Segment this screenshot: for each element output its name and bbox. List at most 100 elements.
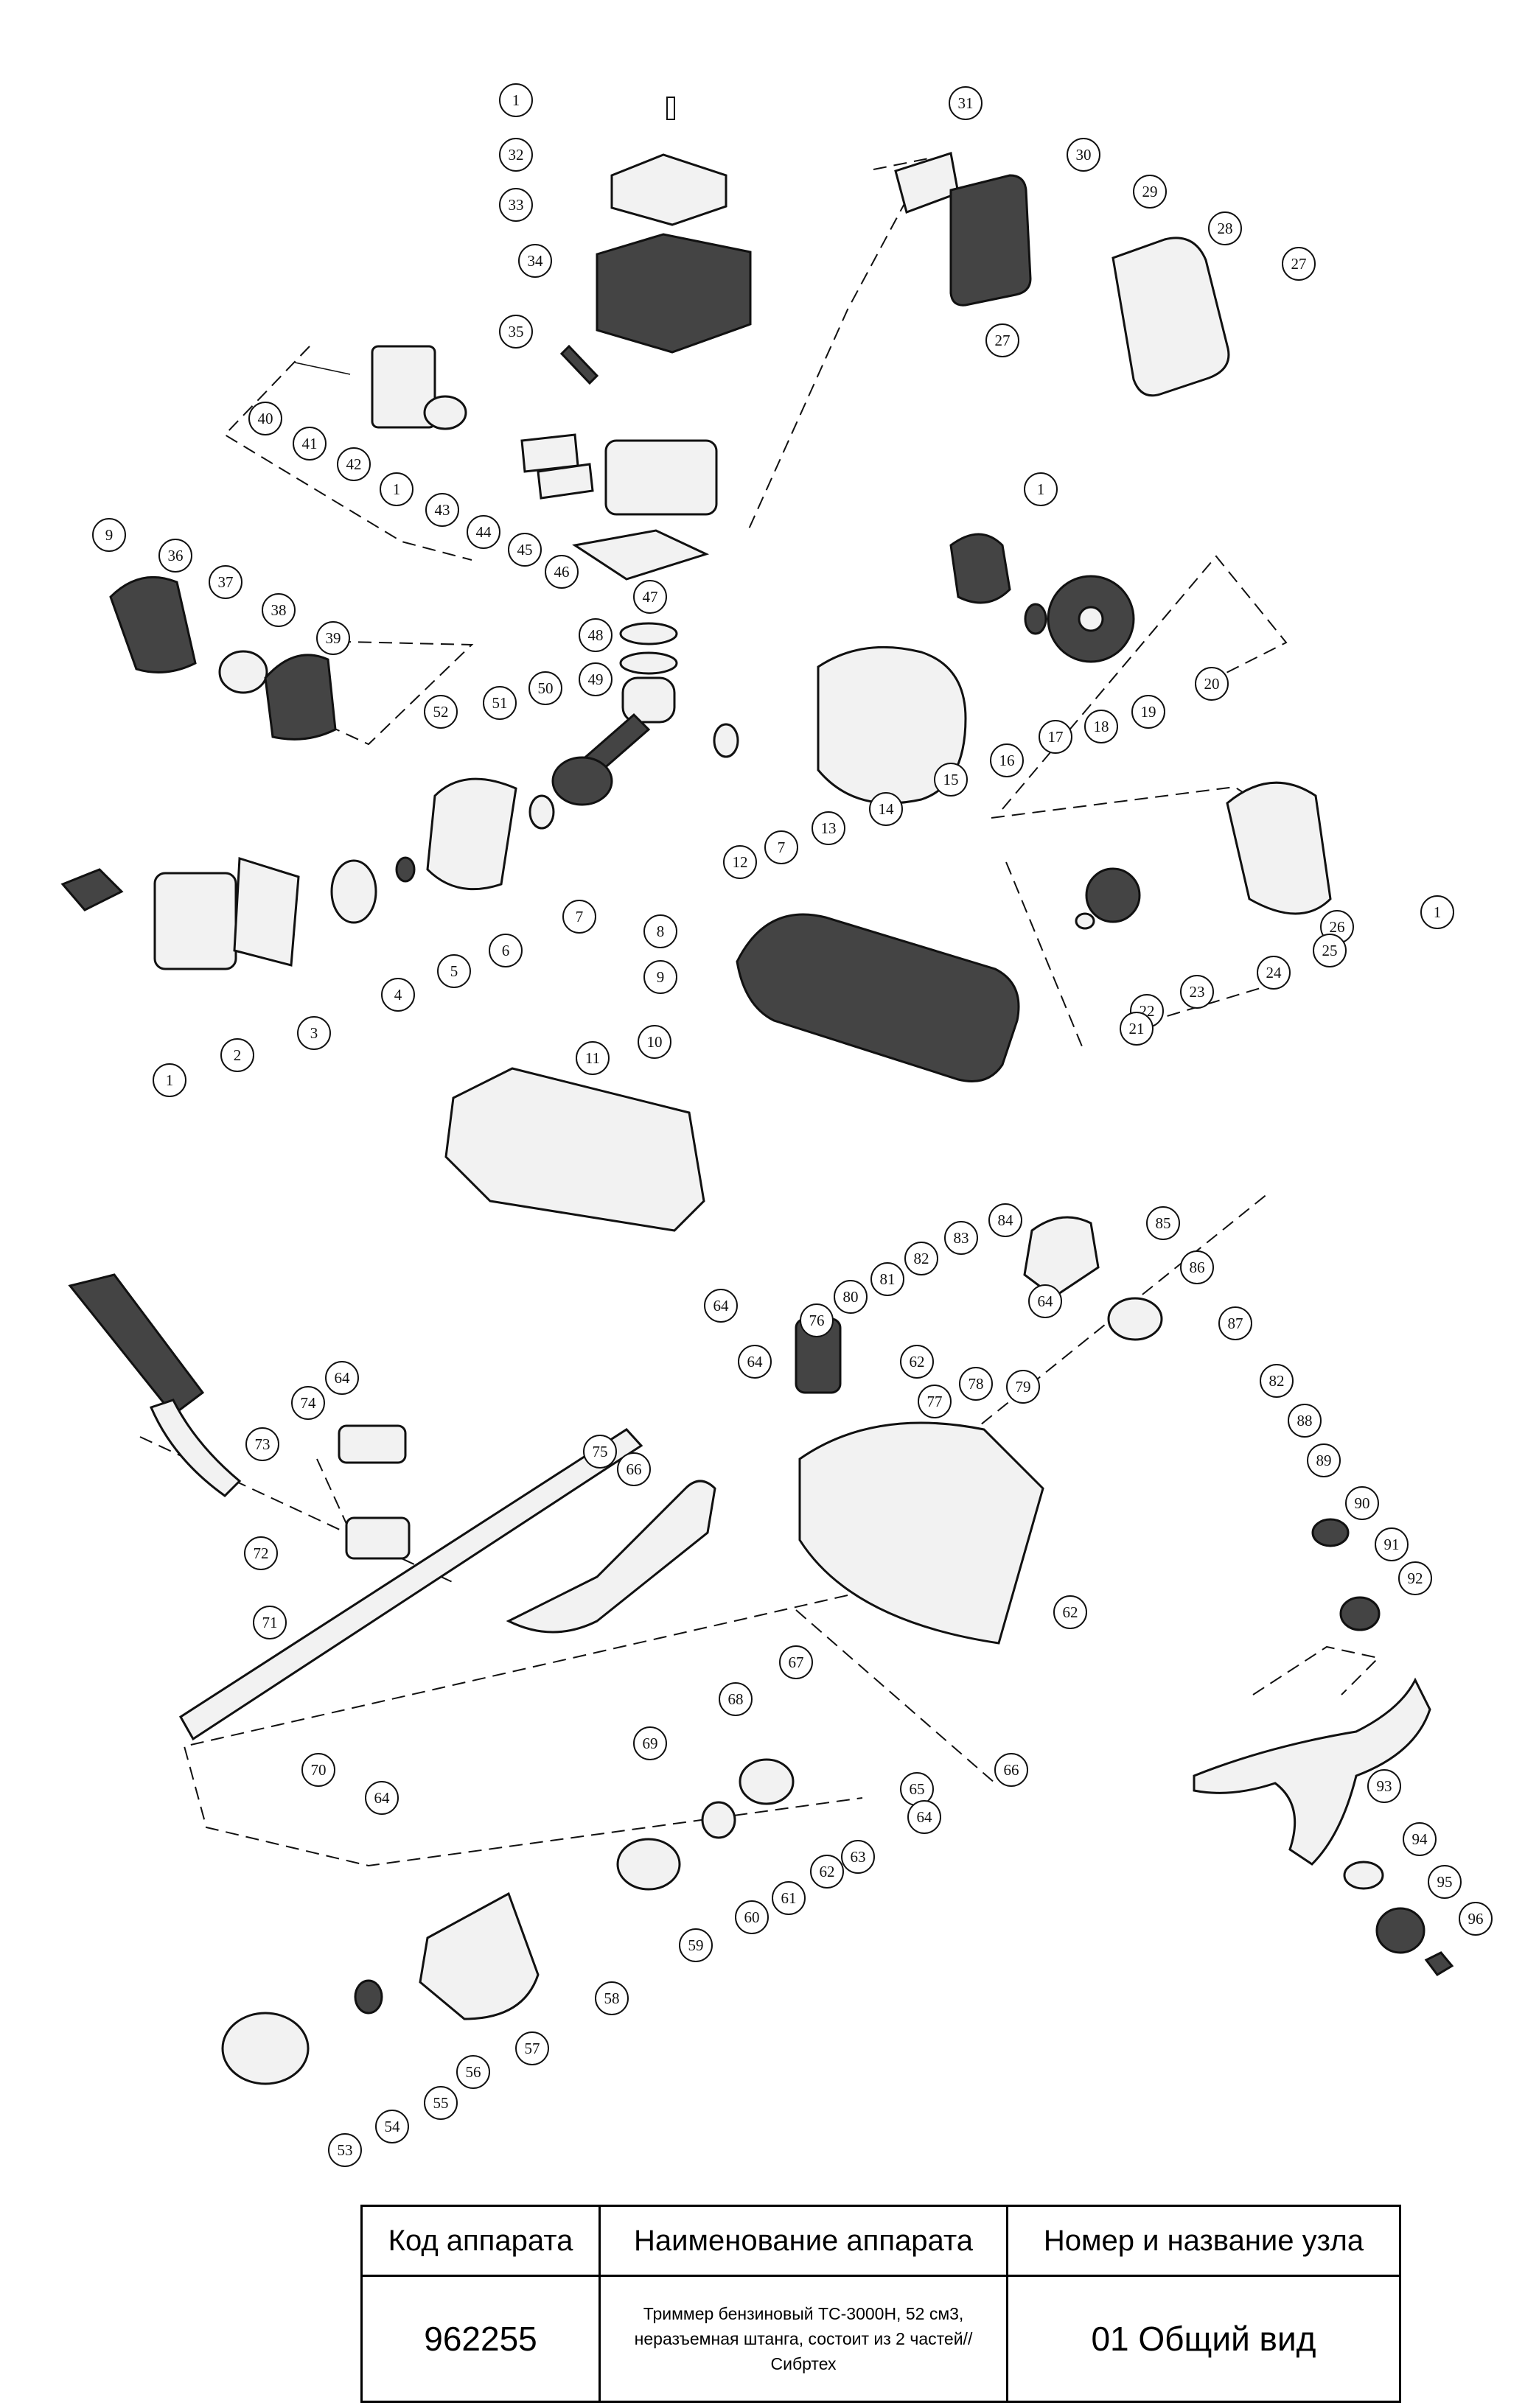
callout-number: 26	[1330, 918, 1345, 936]
callout-bubble	[617, 1452, 651, 1486]
callout-bubble	[633, 1726, 667, 1760]
callout-bubble	[1084, 710, 1118, 743]
callout-bubble	[424, 2086, 458, 2120]
callout-bubble	[381, 978, 415, 1012]
callout-number: 87	[1228, 1315, 1243, 1332]
gasket-44	[537, 463, 594, 500]
cup-95	[1375, 1907, 1425, 1954]
callout-82: 82	[904, 1242, 938, 1275]
callout-number: 64	[713, 1297, 730, 1315]
handle-bar-73	[149, 1399, 242, 1497]
assembly-dash-lines	[139, 157, 1381, 1867]
cover-36	[109, 575, 197, 673]
callout-bubble	[1257, 956, 1291, 990]
callout-bubble	[764, 830, 798, 864]
callout-number: 5	[450, 962, 458, 980]
callout-bubble	[704, 1289, 738, 1323]
clamp-74	[338, 1424, 407, 1464]
callout-87: 87	[1218, 1306, 1252, 1340]
carb-bolt-40	[294, 362, 351, 375]
callout-bubble	[990, 743, 1024, 777]
callout-bubble	[328, 2133, 362, 2167]
callout-bubble	[456, 2055, 490, 2089]
callout-bubble	[988, 1203, 1022, 1237]
callout-number: 66	[1004, 1761, 1019, 1779]
callout-bubble	[508, 533, 542, 567]
coupling-61	[739, 1758, 795, 1805]
callout-bubble	[499, 83, 533, 117]
callout-bubble	[1420, 895, 1454, 929]
muffler-cover-28	[1112, 237, 1230, 397]
callout-bubble	[949, 86, 983, 120]
callout-7: 7	[562, 900, 596, 934]
callout-bubble	[638, 1025, 671, 1059]
callout-35: 35	[499, 315, 533, 349]
callout-number: 74	[301, 1394, 317, 1412]
callout-number: 64	[747, 1353, 764, 1371]
callout-number: 67	[789, 1653, 804, 1671]
callout-number: 84	[998, 1211, 1014, 1229]
callout-number: 7	[778, 839, 786, 856]
callout-number: 60	[744, 1908, 760, 1926]
callout-number: 1	[1037, 480, 1045, 498]
guard-77	[798, 1421, 1044, 1645]
callout-number: 42	[346, 455, 362, 473]
header-name: Наименование аппарата	[599, 2205, 1008, 2277]
callout-70: 70	[301, 1753, 335, 1787]
callout-number: 50	[538, 679, 554, 697]
value-name: Триммер бензиновый ТС-3000Н, 52 см3, нер…	[599, 2275, 1008, 2403]
fuel-tank-group	[444, 913, 1020, 1232]
callout-40: 40	[248, 402, 282, 435]
callout-number: 66	[627, 1460, 642, 1478]
callout-37: 37	[209, 565, 242, 599]
recoil-cover-group	[109, 575, 337, 741]
value-code: 962255	[360, 2275, 601, 2403]
callout-44: 44	[467, 515, 500, 549]
callout-bubble	[800, 1303, 834, 1337]
fuel-tank-8	[736, 913, 1020, 1082]
callout-number: 2	[234, 1046, 242, 1064]
bearing-5	[395, 856, 416, 883]
blade-93	[1193, 1677, 1431, 1866]
callout-62: 62	[810, 1855, 844, 1889]
callout-bubble	[1428, 1865, 1462, 1899]
callout-number: 71	[262, 1614, 278, 1631]
callout-47: 47	[633, 580, 667, 614]
ring-48	[619, 651, 678, 675]
callout-number: 52	[433, 703, 449, 721]
callout-18: 18	[1084, 710, 1118, 743]
callout-bubble	[1345, 1486, 1379, 1520]
callout-bubble	[1028, 1284, 1062, 1318]
callout-50: 50	[528, 671, 562, 705]
callout-bubble	[918, 1385, 952, 1418]
callout-number: 49	[588, 671, 604, 688]
callout-65: 65	[900, 1772, 934, 1806]
callout-67: 67	[779, 1645, 813, 1679]
callout-number: 96	[1468, 1910, 1484, 1928]
callout-2: 2	[220, 1038, 254, 1072]
callout-41: 41	[293, 427, 327, 461]
callout-bubble	[907, 1800, 941, 1834]
callout-81: 81	[870, 1262, 904, 1296]
clutch-housing-26	[1226, 781, 1332, 915]
callout-bubble	[812, 811, 845, 845]
callout-bubble	[1133, 175, 1167, 209]
callout-bubble	[325, 1361, 359, 1395]
callout-number: 30	[1076, 146, 1092, 164]
callout-number: 76	[809, 1312, 825, 1329]
callout-number: 85	[1156, 1214, 1171, 1232]
callout-bubble	[579, 618, 613, 652]
screw-1	[666, 97, 675, 120]
clamp-72	[345, 1516, 411, 1560]
callout-bubble	[1367, 1769, 1401, 1803]
callout-number: 8	[657, 923, 665, 940]
callout-bubble	[316, 621, 350, 655]
callout-1: 1	[380, 472, 413, 506]
clutch-drum-housing-57	[419, 1891, 540, 2020]
circlip-60	[701, 1801, 736, 1839]
callout-bubble	[985, 323, 1019, 357]
callout-number: 64	[917, 1808, 933, 1826]
callout-58: 58	[595, 1981, 629, 2015]
sleeve-59	[616, 1838, 681, 1891]
header-code: Код аппарата	[360, 2205, 601, 2277]
